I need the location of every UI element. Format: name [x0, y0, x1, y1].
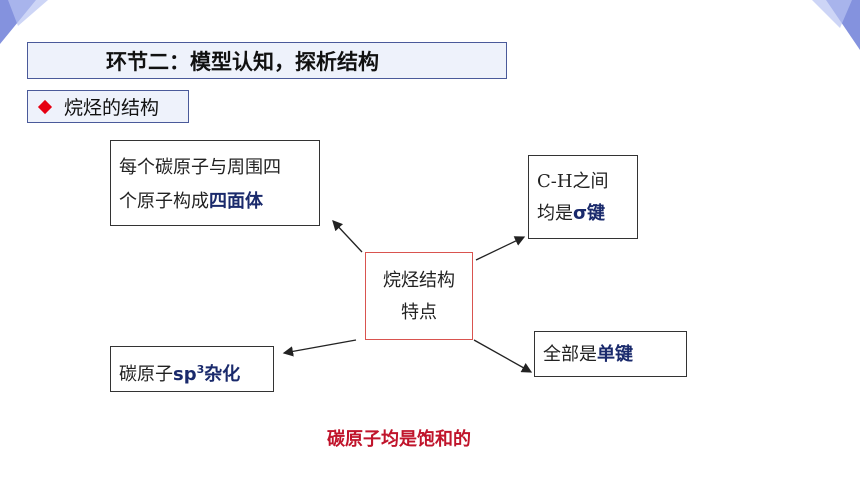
node-single-bond: 全部是单键	[534, 331, 687, 377]
node-sigma-line2: 均是σ键	[537, 198, 629, 230]
arrow-to-single-bond	[473, 339, 533, 373]
node-sp3-base: sp	[173, 364, 197, 385]
node-tetrahedron-line1: 每个碳原子与周围四	[119, 157, 281, 178]
center-node: 烷烃结构 特点	[365, 252, 473, 340]
node-sp3-highlight: sp3杂化	[173, 363, 241, 385]
arrow-to-sigma	[475, 236, 526, 261]
node-sigma-highlight: σ键	[573, 203, 606, 224]
corner-decoration-left	[0, 0, 48, 44]
node-single-bond-prefix: 全部是	[543, 344, 597, 365]
arrow-to-tetrahedron	[332, 220, 363, 253]
saturation-note: 碳原子均是饱和的	[327, 429, 471, 450]
section-label: 烷烃的结构	[27, 90, 189, 123]
node-tetrahedron-highlight: 四面体	[209, 191, 263, 212]
node-sigma-bond: C-H之间 均是σ键	[528, 155, 638, 239]
node-tetrahedron-line2-text: 个原子构成	[119, 191, 209, 212]
node-single-bond-highlight: 单键	[597, 344, 633, 365]
arrow-to-sp3	[282, 339, 357, 357]
node-sigma-line1: C-H之间	[537, 171, 609, 192]
slide-title: 环节二：模型认知，探析结构	[27, 42, 507, 79]
node-sp3-superscript: 3	[196, 363, 205, 376]
node-tetrahedron: 每个碳原子与周围四 个原子构成四面体	[110, 140, 320, 226]
node-sp3-suffix: 杂化	[204, 364, 241, 385]
node-sigma-line2-text: 均是	[537, 203, 573, 224]
center-node-line1: 烷烃结构	[383, 270, 455, 291]
corner-decoration-right	[812, 0, 860, 50]
section-label-text: 烷烃的结构	[64, 97, 160, 119]
node-sp3-prefix: 碳原子	[119, 364, 173, 385]
node-sp3-hybridization: 碳原子sp3杂化	[110, 346, 274, 392]
node-tetrahedron-line2: 个原子构成四面体	[119, 185, 311, 219]
center-node-line2: 特点	[401, 302, 437, 323]
